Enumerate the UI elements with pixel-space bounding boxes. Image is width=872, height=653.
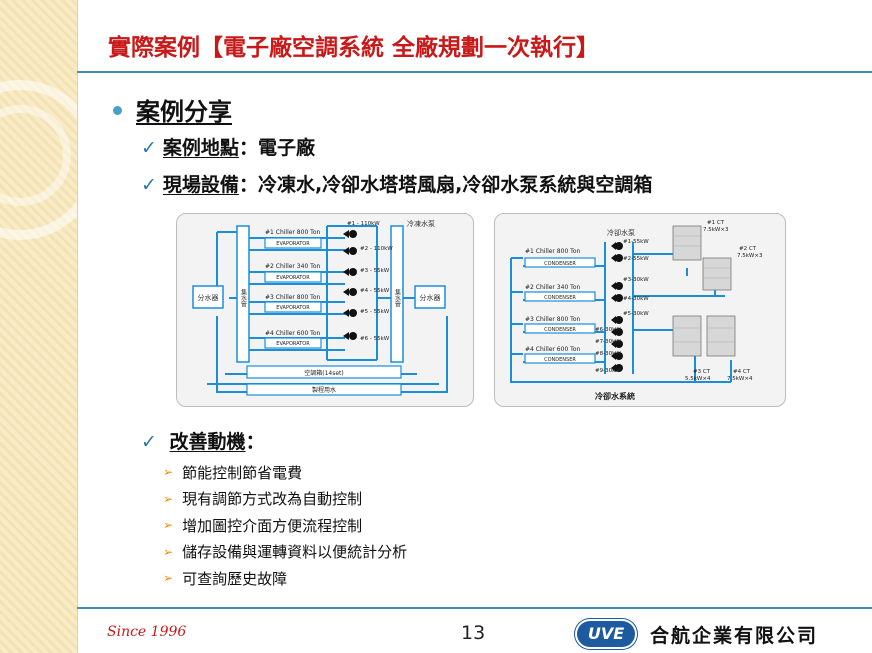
chiller-label: #4 Chiller 600 Ton [265,330,320,337]
checkmark-icon: ✓ [141,174,157,196]
condenser-label: CONDENSER [544,357,576,363]
pump-label: #4-30kW [623,296,649,302]
motivation-sep: ： [245,431,265,453]
chiller-label: #3 Chiller 800 Ton [265,294,320,301]
company-name: 合航企業有限公司 [650,625,819,647]
case-location-line: ✓案例地點：電子廠 [141,133,315,160]
ahu-label: 空調箱(14set) [304,369,344,377]
chiller-label: #2 Chiller 340 Ton [525,284,580,291]
title-divider [77,71,872,73]
cooling-pump-header: 冷卻水泵 [607,228,635,237]
list-item: ➢ 現有調節方式改為自動控制 [163,486,407,513]
pump-label: #1 - 110kW [347,221,380,227]
pump-label: #8-30kW [595,351,621,357]
cooling-water-diagram: CONDENSER CONDENSER CONDENSER CONDENSER … [510,220,763,401]
evaporator-label: EVAPORATOR [276,341,310,347]
list-item: ➢ 可查詢歷史故障 [163,565,407,592]
list-item-text: 可查詢歷史故障 [182,569,288,588]
pump-label: #1-55kW [623,239,649,245]
slide-title: 實際案例【電子廠空調系統 全廠規劃一次執行】 [108,35,600,61]
footer-divider [77,607,872,609]
since-year: Since 1996 [107,624,187,640]
motivation-list: ➢ 節能控制節省電費 ➢ 現有調節方式改為自動控制 ➢ 增加圖控介面方便流程控制 ➢ 儲… [163,459,407,592]
decorative-ring [0,80,77,240]
list-item-text: 節能控制節省電費 [182,463,303,482]
tower-spec: 7.5kW×4 [727,376,753,382]
tower-spec: 7.5kW×3 [703,227,729,233]
tower-name: #2 CT [739,246,757,252]
chiller-label: #1 Chiller 800 Ton [525,248,580,255]
decorative-ring [0,105,71,206]
condenser-label: CONDENSER [544,327,576,333]
pump-label: #6-30kW [595,327,621,333]
location-sep: ： [238,137,258,159]
chilled-pump-header: 冷凍水泵 [407,219,435,228]
pump-label: #9-30kW [595,368,621,374]
right-header-label: 集水管 [394,288,401,308]
location-label: 案例地點 [162,137,239,159]
pump-label: #5-30kW [623,311,649,317]
cooling-water-diagram-panel: CONDENSER CONDENSER CONDENSER CONDENSER … [494,213,786,407]
pump-label: #4 - 55kW [360,288,390,294]
chiller-label: #3 Chiller 800 Ton [525,316,580,323]
evaporator-label: EVAPORATOR [276,241,310,247]
pump-label: #3-30kW [623,277,649,283]
equipment-sep: ： [238,174,258,196]
left-header-label: 集水管 [240,288,247,308]
equipment-line: ✓現場設備：冷凍水,冷卻水塔塔風扇,冷卻水泵系統與空調箱 [141,170,652,197]
chiller-label: #4 Chiller 600 Ton [525,346,580,353]
chiller-label: #2 Chiller 340 Ton [265,263,320,270]
pump-label: #2-55kW [623,256,649,262]
pump-label: #7-30kW [595,339,621,345]
condenser-label: CONDENSER [544,261,576,267]
cooling-diagram-caption: 冷卻水系統 [595,391,635,401]
list-item: ➢ 節能控制節省電費 [163,459,407,486]
chilled-water-diagram-panel: 集水管 集水管 分水器 分水器 EVAPORATOR EVAPORATOR EV… [176,213,474,407]
tower-spec: 5.5kW×4 [685,376,711,382]
evaporator-label: EVAPORATOR [276,275,310,281]
evaporator-label: EVAPORATOR [276,305,310,311]
pump-label: #3 - 55kW [360,268,390,274]
right-tank-label: 分水器 [420,293,441,302]
condenser-label: CONDENSER [544,295,576,301]
checkmark-icon: ✓ [141,137,157,159]
section-heading: 案例分享 [113,92,232,127]
arrow-bullet-icon: ➢ [163,518,174,533]
left-tank-label: 分水器 [198,293,219,302]
bullet-dot-icon [113,105,122,115]
motivation-line: ✓ 改善動機： [141,427,265,454]
pump-label: #2 - 110kW [360,246,393,252]
heading-text: 案例分享 [136,98,232,126]
equipment-label: 現場設備 [162,174,239,196]
list-item: ➢ 增加圖控介面方便流程控制 [163,512,407,539]
equipment-value: 冷凍水,冷卻水塔塔風扇,冷卻水泵系統與空調箱 [257,174,653,196]
pump-label: #5 - 55kW [360,309,390,315]
decorative-sidebar [0,0,78,653]
chilled-water-diagram: 集水管 集水管 分水器 分水器 EVAPORATOR EVAPORATOR EV… [192,219,448,396]
arrow-bullet-icon: ➢ [163,571,174,586]
motivation-label: 改善動機 [169,431,246,453]
list-item-text: 增加圖控介面方便流程控制 [182,516,363,535]
arrow-bullet-icon: ➢ [163,491,174,506]
pump-label: #6 - 55kW [360,336,390,342]
location-value: 電子廠 [257,137,315,159]
list-item: ➢ 儲存設備與運轉資料以便統計分析 [163,539,407,566]
chiller-label: #1 Chiller 800 Ton [265,229,320,236]
arrow-bullet-icon: ➢ [163,465,174,480]
list-item-text: 儲存設備與運轉資料以便統計分析 [182,543,408,562]
checkmark-icon: ✓ [141,431,157,453]
arrow-bullet-icon: ➢ [163,544,174,559]
page-number: 13 [461,622,486,644]
list-item-text: 現有調節方式改為自動控制 [182,490,363,509]
process-water-label: 製程用水 [312,386,336,394]
tower-name: #4 CT [733,369,751,375]
company-logo: UVE [575,619,637,649]
tower-name: #3 CT [693,369,711,375]
tower-spec: 7.5kW×3 [737,253,763,259]
tower-name: #1 CT [707,220,725,226]
